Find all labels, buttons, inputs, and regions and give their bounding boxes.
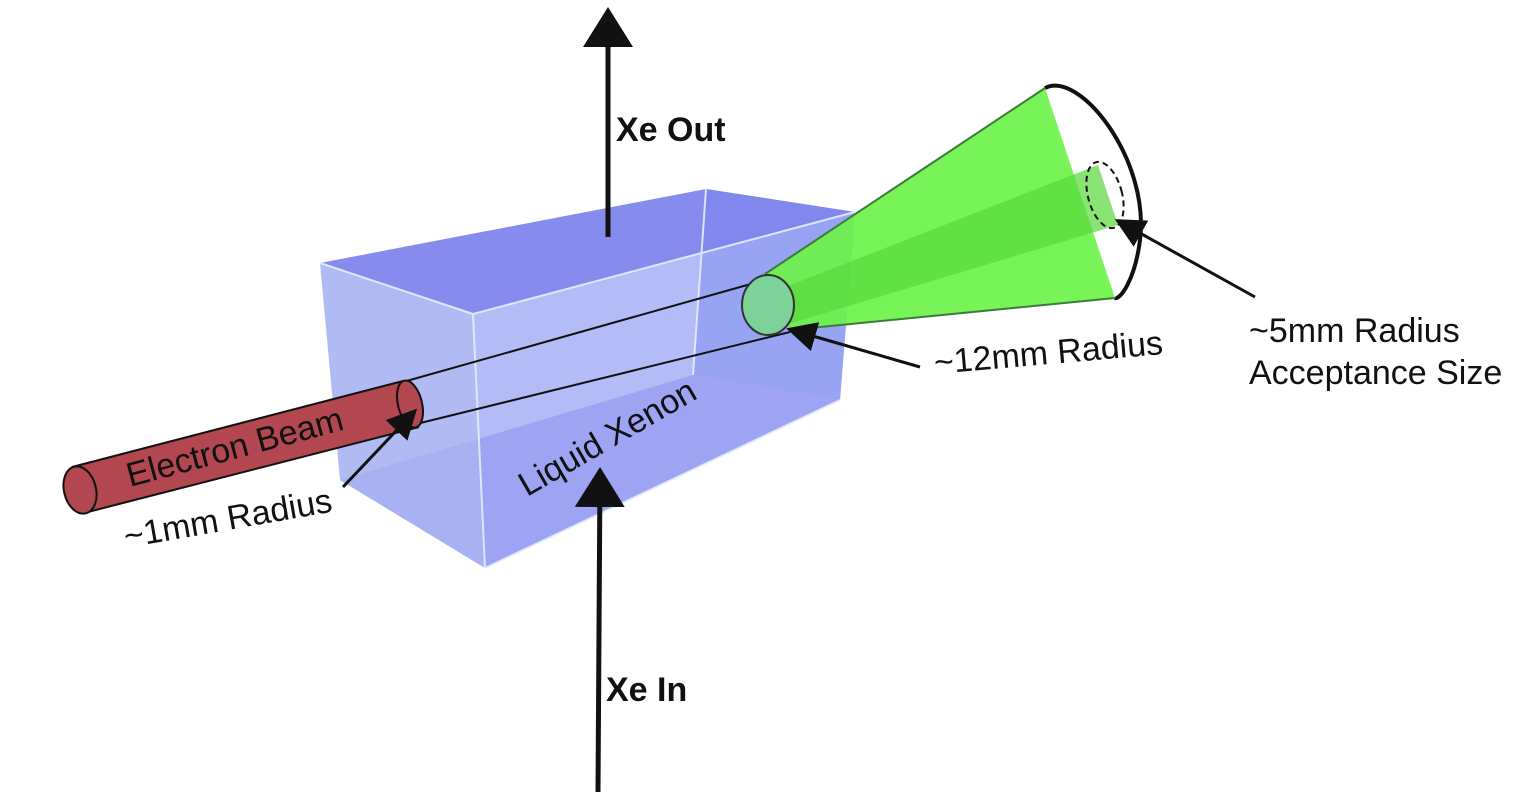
xe-in-arrow	[574, 467, 625, 793]
electron-beam-body	[72, 381, 419, 513]
xe-in-label: Xe In	[606, 671, 687, 709]
electron-beam-back-cap	[62, 465, 98, 515]
radius-1mm-pointer	[341, 408, 418, 489]
xenon-cell-top-face	[320, 189, 855, 314]
acceptance-label-line2: Acceptance Size	[1249, 354, 1502, 392]
xenon-cell	[319, 188, 856, 569]
xe-out-label: Xe Out	[616, 111, 726, 149]
radius-12mm-label: ~12mm Radius	[932, 324, 1164, 382]
beam-channel	[399, 274, 795, 429]
cone-end-rim	[1044, 83, 1143, 301]
radius-12mm-pointer	[786, 322, 921, 369]
acceptance-pointer	[1114, 219, 1256, 299]
scintillation-cone	[764, 83, 1143, 331]
beam-spot-12mm	[741, 274, 795, 336]
acceptance-spot	[1085, 160, 1125, 230]
xe-flow-arrows	[574, 7, 633, 793]
acceptance-label-line1: ~5mm Radius	[1249, 312, 1460, 350]
cone-inner-shading	[765, 165, 1118, 325]
